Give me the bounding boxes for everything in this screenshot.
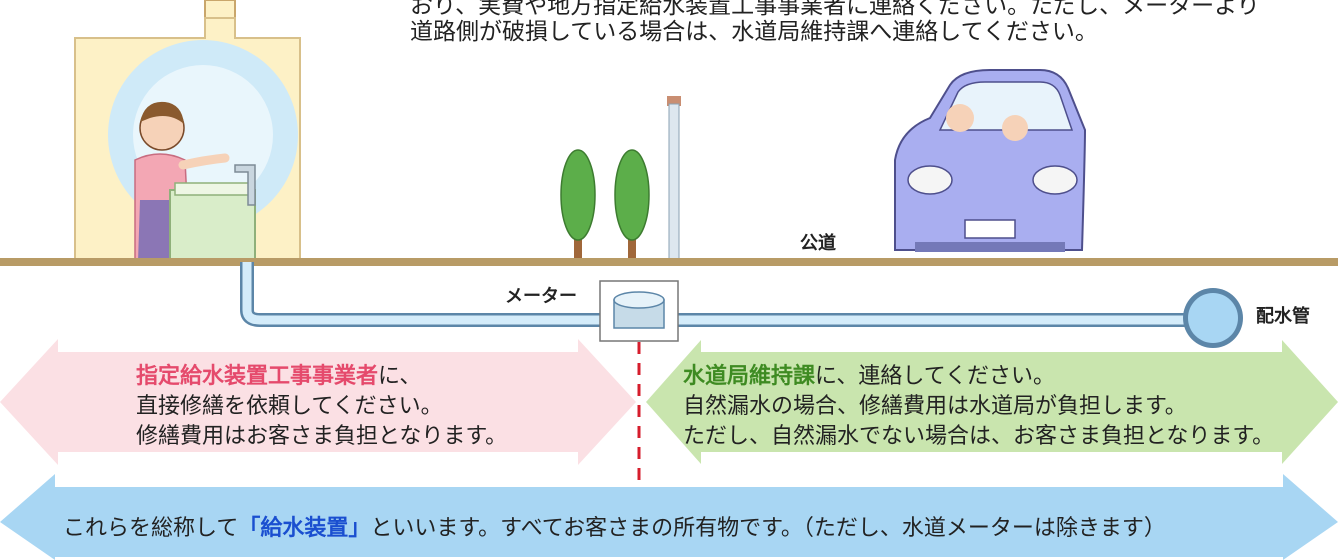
- bottom-bar-text: これらを総称して「給水装置」といいます。すべてお客さまの所有物です。（ただし、水…: [63, 510, 1166, 542]
- right-box-text: 水道局維持課に、連絡してください。 自然漏水の場合、修繕費用は水道局が負担します…: [683, 362, 1274, 452]
- distribution-main: [1183, 288, 1243, 348]
- bottom-bar-suffix: といいます。すべてお客さまの所有物です。（ただし、水道メーターは除きます）: [370, 516, 1166, 541]
- trees-illustration: [560, 149, 650, 261]
- left-box-text: 指定給水装置工事事業者に、 直接修繕を依頼してください。 修繕費用はお客さま負担…: [136, 362, 507, 452]
- ground-line: [0, 258, 1338, 266]
- person-illustration: [134, 101, 230, 263]
- left-box-highlight: 指定給水装置工事事業者: [136, 364, 379, 389]
- bottom-bar-highlight: 「給水装置」: [238, 516, 371, 541]
- right-box-line-3: ただし、自然漏水でない場合は、お客さま負担となります。: [683, 424, 1275, 449]
- left-box-line-2: 直接修繕を依頼してください。: [136, 394, 443, 419]
- car-illustration: [894, 69, 1087, 252]
- road-label: 公道: [800, 233, 836, 254]
- pole-illustration: [667, 96, 681, 263]
- supply-pipe: [240, 262, 1185, 327]
- bottom-bar-prefix: これらを総称して: [63, 516, 239, 541]
- header-line-1: おり、実費や地方指定給水装置工事事業者に連絡ください。ただし、メーターより: [410, 0, 1260, 19]
- water-supply-equipment-arrow: [0, 474, 1338, 560]
- left-box-line-1-suffix: に、: [378, 364, 422, 389]
- meter-label: メーター: [505, 286, 577, 307]
- left-box-line-1: 指定給水装置工事事業者に、: [136, 362, 507, 392]
- owner-responsibility-arrow: [0, 339, 636, 465]
- main-pipe-label: 配水管: [1256, 306, 1310, 327]
- right-box-line-2: 自然漏水の場合、修繕費用は水道局が負担します。: [683, 394, 1187, 419]
- left-box-line-3: 修繕費用はお客さま負担となります。: [136, 424, 508, 449]
- water-meter: [599, 280, 679, 342]
- right-box-highlight: 水道局維持課: [683, 364, 816, 389]
- sink-illustration: [169, 164, 256, 263]
- bureau-responsibility-arrow: [646, 340, 1338, 464]
- right-box-line-1-suffix: に、連絡してください。: [815, 364, 1056, 389]
- header-line-2: 道路側が破損している場合は、水道局維持課へ連絡してください。: [410, 19, 1098, 45]
- right-box-line-1: 水道局維持課に、連絡してください。: [683, 362, 1274, 392]
